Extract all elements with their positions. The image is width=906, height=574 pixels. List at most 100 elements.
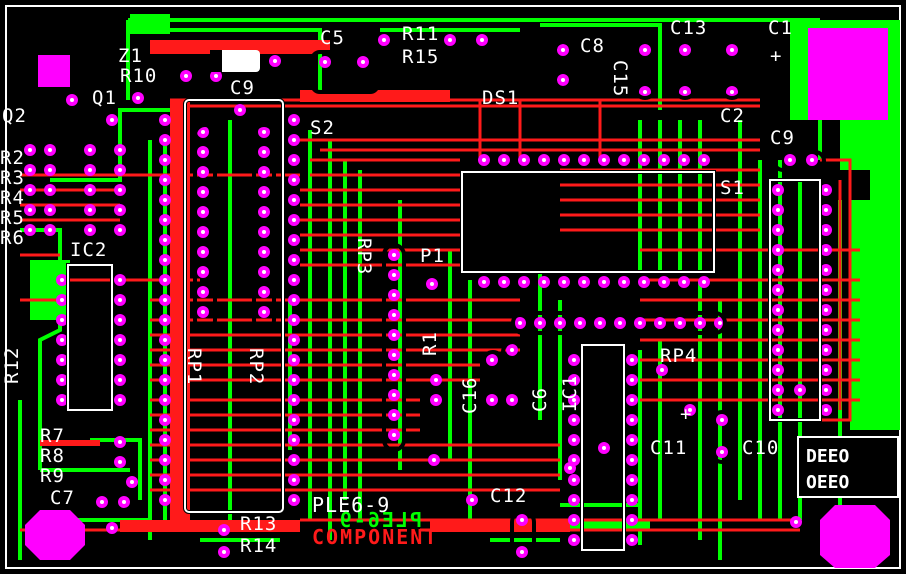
pad-hole: [582, 158, 586, 162]
pad-hole: [163, 178, 167, 182]
pad-hole: [448, 38, 452, 42]
pad-hole: [292, 278, 296, 282]
pad-hole: [163, 198, 167, 202]
pad-hole: [262, 290, 266, 294]
pad-hole: [118, 228, 122, 232]
pad-hole: [682, 158, 686, 162]
pad-hole: [110, 118, 114, 122]
pad-hole: [824, 228, 828, 232]
pad-hole: [262, 250, 266, 254]
pad-hole: [201, 210, 205, 214]
pad-hole: [292, 458, 296, 462]
pad-hole: [392, 293, 396, 297]
pad-hole: [824, 208, 828, 212]
pad-hole: [292, 218, 296, 222]
pad-hole: [810, 158, 814, 162]
pad-hole: [662, 158, 666, 162]
label-c9-top: C9: [230, 77, 255, 99]
pad-hole: [776, 388, 780, 392]
pad-hole: [688, 408, 692, 412]
pad-hole: [698, 321, 702, 325]
label-ic2: IC2: [70, 239, 107, 261]
pad-hole: [622, 158, 626, 162]
label-c1: C1: [768, 17, 793, 39]
pad-hole: [292, 318, 296, 322]
pad-hole: [163, 338, 167, 342]
pad-hole: [292, 418, 296, 422]
pad-hole: [163, 218, 167, 222]
pad-hole: [292, 258, 296, 262]
pad-hole: [558, 321, 562, 325]
pad-hole: [430, 282, 434, 286]
label-c7: C7: [50, 487, 75, 509]
pad-hole: [824, 288, 828, 292]
board-title-mirrored: PLE6-9: [338, 508, 422, 532]
pad-hole: [201, 270, 205, 274]
pad-hole: [163, 138, 167, 142]
label-ds1: DS1: [482, 87, 519, 109]
component-labels: Z1 R10 C5 R11 R15 C8 C13 C1 + C15 DS1 Q1…: [0, 17, 794, 557]
pad-hole: [122, 500, 126, 504]
pad-hole: [163, 258, 167, 262]
pad-hole: [392, 393, 396, 397]
pad-hole: [292, 238, 296, 242]
mounting-pads: [25, 28, 890, 568]
pad-hole: [262, 170, 266, 174]
pad-layer: [24, 34, 832, 558]
pad-hole: [292, 178, 296, 182]
label-r10: R10: [120, 65, 157, 87]
pad-hole: [60, 358, 64, 362]
label-c5: C5: [320, 27, 345, 49]
pad-hole: [392, 313, 396, 317]
pad-hole: [262, 190, 266, 194]
pad-hole: [273, 59, 277, 63]
pad-hole: [572, 518, 576, 522]
pad-hole: [520, 550, 524, 554]
pad-hole: [561, 78, 565, 82]
label-r14: R14: [240, 535, 277, 557]
pad-hole: [48, 148, 52, 152]
label-r6: R6: [0, 227, 25, 249]
pad-hole: [824, 348, 828, 352]
pad-hole: [824, 368, 828, 372]
pad-hole: [163, 118, 167, 122]
pad-hole: [542, 158, 546, 162]
pad-hole: [520, 518, 524, 522]
pad-hole: [100, 500, 104, 504]
pad-hole: [776, 348, 780, 352]
pad-hole: [118, 208, 122, 212]
pad-hole: [630, 498, 634, 502]
pad-hole: [602, 446, 606, 450]
pad-hole: [510, 398, 514, 402]
pad-hole: [292, 138, 296, 142]
pad-hole: [658, 321, 662, 325]
pad-hole: [60, 378, 64, 382]
top-copper-layer: [20, 98, 860, 532]
pad-hole: [262, 270, 266, 274]
pad-hole: [163, 438, 167, 442]
pad-hole: [720, 450, 724, 454]
label-r9: R9: [40, 465, 65, 487]
pad-hole: [110, 526, 114, 530]
pad-hole: [482, 158, 486, 162]
pad-hole: [262, 210, 266, 214]
pad-hole: [163, 278, 167, 282]
pad-hole: [88, 228, 92, 232]
pad-hole: [522, 158, 526, 162]
label-r5: R5: [0, 207, 25, 229]
pad-hole: [238, 108, 242, 112]
pad-hole: [118, 298, 122, 302]
pad-hole: [582, 280, 586, 284]
pad-hole: [730, 90, 734, 94]
pad-hole: [292, 198, 296, 202]
pad-hole: [118, 460, 122, 464]
label-c6: C6: [529, 387, 551, 412]
label-rp2: RP2: [245, 348, 267, 385]
pad-hole: [630, 418, 634, 422]
pad-hole: [28, 188, 32, 192]
pad-hole: [118, 148, 122, 152]
pad-hole: [118, 168, 122, 172]
pad-hole: [392, 433, 396, 437]
pad-hole: [136, 96, 140, 100]
pad-hole: [776, 368, 780, 372]
